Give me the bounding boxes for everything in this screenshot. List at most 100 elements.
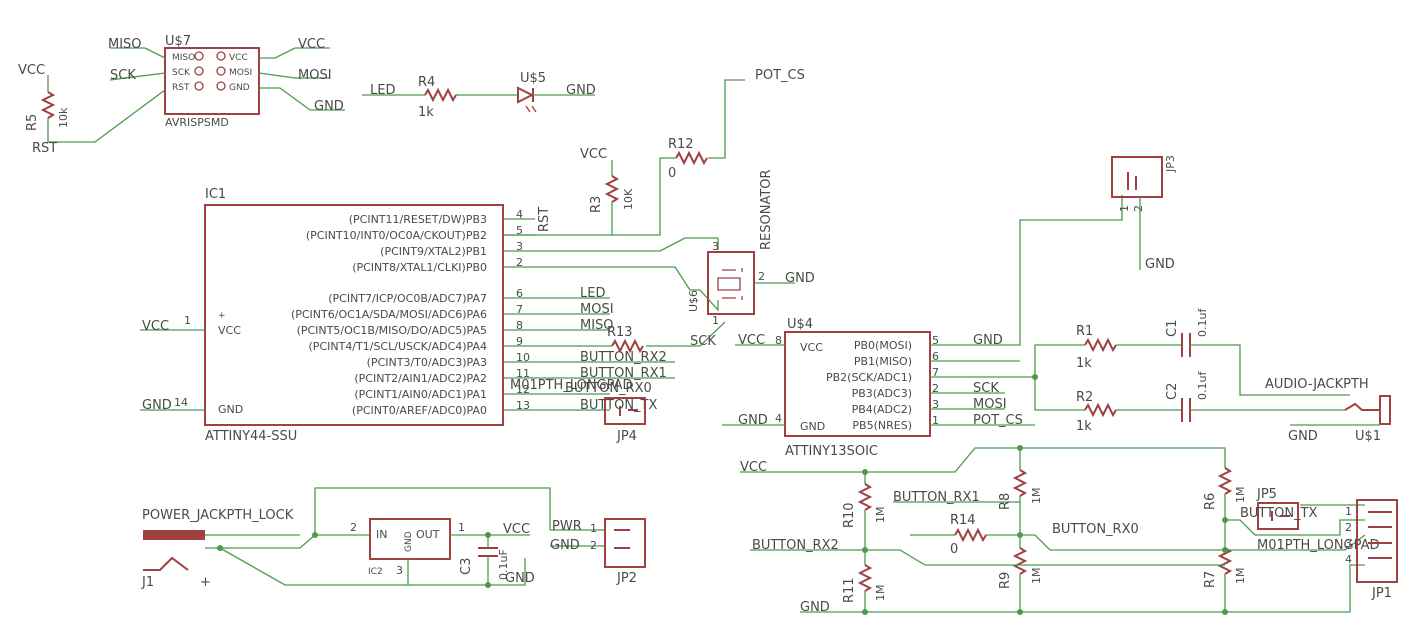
u4-attiny13[interactable]: U$4 ATTINY13SOIC VCC GND PB0(MOSI) PB1(M… xyxy=(775,317,939,459)
net-gnd-jp2: GND xyxy=(550,538,580,553)
r10-name: R10 xyxy=(842,502,857,528)
net-gnd-regulator: GND xyxy=(505,571,535,586)
c3-name: C3 xyxy=(459,558,474,575)
r13-name: R13 xyxy=(607,325,633,340)
r1-name: R1 xyxy=(1076,324,1093,339)
ic1-num-8: 8 xyxy=(516,319,523,332)
r10-resistor[interactable] xyxy=(857,483,873,511)
r14-value: 0 xyxy=(950,542,958,557)
u6-name: U$6 xyxy=(687,290,700,312)
u6-resonator[interactable]: RESONATOR U$6 3 2 1 xyxy=(687,169,774,327)
net-sck-u7: SCK xyxy=(110,68,136,83)
net-gnd-resonator: GND xyxy=(785,271,815,286)
ic1-attiny44[interactable]: IC1 ATTINY44-SSU VCC GND + xyxy=(204,187,504,444)
net-sck-u4: SCK xyxy=(973,381,999,396)
net-mosi-u7: MOSI xyxy=(298,68,332,83)
jp2-header[interactable]: 1 2 JP2 xyxy=(590,518,646,586)
net-rst-r5: RST xyxy=(32,141,57,156)
r4-resistor[interactable] xyxy=(424,87,457,103)
u4-name: U$4 xyxy=(787,317,813,332)
ic1-num-4: 4 xyxy=(516,208,523,221)
net-button-rx2-bottom: BUTTON_RX2 xyxy=(752,538,839,553)
net-vcc-ic1: VCC xyxy=(142,319,169,334)
net-button-rx0-bottom: BUTTON_RX0 xyxy=(1052,522,1139,537)
jp3-header[interactable]: JP3 1 2 xyxy=(1111,155,1177,212)
ic1-gnd-label: GND xyxy=(218,403,243,416)
c2-capacitor[interactable] xyxy=(1181,398,1191,422)
u4-pin-pb0: PB0(MOSI) xyxy=(854,339,912,352)
r5-resistor[interactable] xyxy=(40,91,56,119)
ic1-pin-pb0: (PCINT8/XTAL1/CLKI)PB0 xyxy=(352,261,487,274)
u4-num-8: 8 xyxy=(775,334,782,347)
net-mosi-ic1: MOSI xyxy=(580,302,614,317)
ic1-num-9: 9 xyxy=(516,335,523,348)
jp4-header[interactable]: JP4 xyxy=(604,397,646,444)
r14-name: R14 xyxy=(950,513,976,528)
r6-resistor[interactable] xyxy=(1217,467,1233,495)
jp3-name: JP3 xyxy=(1164,155,1177,173)
r12-resistor[interactable] xyxy=(675,150,708,166)
r5-name: R5 xyxy=(25,114,40,131)
net-button-rx1-bottom: BUTTON_RX1 xyxy=(893,490,980,505)
u4-num-2: 2 xyxy=(932,382,939,395)
r9-value: 1M xyxy=(1030,568,1043,585)
ic1-pin-pb3: (PCINT11/RESET/DW)PB3 xyxy=(349,213,487,226)
net-pot-cs-u4: POT_CS xyxy=(973,413,1023,428)
r9-name: R9 xyxy=(998,572,1013,589)
r3-name: R3 xyxy=(589,196,604,213)
r2-name: R2 xyxy=(1076,390,1093,405)
c3-capacitor[interactable] xyxy=(478,547,498,557)
u4-pin-pb4: PB4(ADC2) xyxy=(852,403,912,416)
net-sck-ic1: SCK xyxy=(690,334,716,349)
ic1-pin-rows: (PCINT11/RESET/DW)PB3 (PCINT10/INT0/OC0A… xyxy=(174,208,530,417)
u7-pin-sck: SCK xyxy=(172,68,191,78)
net-gnd-u4: GND xyxy=(738,413,768,428)
r12-value: 0 xyxy=(668,166,676,181)
net-vcc-regulator: VCC xyxy=(503,522,530,537)
r9-resistor[interactable] xyxy=(1012,547,1028,575)
r2-value: 1k xyxy=(1076,419,1092,434)
r4-value: 1k xyxy=(418,105,434,120)
net-button-rx2-ic1: BUTTON_RX2 xyxy=(580,350,667,365)
jp5-header[interactable]: JP5 xyxy=(1256,487,1299,530)
u7-pin-rst: RST xyxy=(172,83,190,93)
r3-resistor[interactable] xyxy=(604,175,620,203)
ic1-num-10: 10 xyxy=(516,351,530,364)
net-mosi-u4: MOSI xyxy=(973,397,1007,412)
audio-jack[interactable] xyxy=(1344,395,1391,425)
r7-resistor[interactable] xyxy=(1217,547,1233,575)
r14-resistor[interactable] xyxy=(954,527,987,543)
c2-value: 0.1uf xyxy=(1196,371,1209,400)
c1-name: C1 xyxy=(1165,320,1180,337)
ic1-value: ATTINY44-SSU xyxy=(205,429,297,444)
net-m01-bottom: M01PTH_LONGPAD xyxy=(1257,538,1380,553)
u7-pin-vcc: VCC xyxy=(229,53,248,63)
net-gnd-ic1: GND xyxy=(142,398,172,413)
r11-resistor[interactable] xyxy=(857,564,873,592)
r1-resistor[interactable] xyxy=(1084,337,1117,353)
jp1-pin-1: 1 xyxy=(1345,505,1352,518)
r13-resistor[interactable] xyxy=(611,338,644,354)
jp3-pin-1: 1 xyxy=(1118,205,1131,212)
net-gnd-jp3: GND xyxy=(1145,257,1175,272)
r8-resistor[interactable] xyxy=(1012,469,1028,497)
u5-led[interactable] xyxy=(517,86,535,104)
c1-capacitor[interactable] xyxy=(1181,333,1191,357)
r11-value: 1M xyxy=(874,585,887,602)
net-gnd-bottom: GND xyxy=(800,600,830,615)
u7-pin-miso: MISO xyxy=(172,53,195,63)
u7-avrisp[interactable]: U$7 AVRISPSMD MISO SCK RST VCC MOSI GND xyxy=(164,34,260,129)
j1-power-jack[interactable]: + J1 xyxy=(141,530,211,590)
ic1-num-3: 3 xyxy=(516,240,523,253)
net-button-rx0-ic1: BUTTON_RX0 xyxy=(565,381,652,396)
r2-resistor[interactable] xyxy=(1084,402,1117,418)
jp1-header[interactable]: 1 2 3 4 JP1 xyxy=(1345,499,1398,601)
ic2-regulator[interactable]: IN OUT GND IC2 2 1 3 xyxy=(350,518,465,577)
r12-name: R12 xyxy=(668,137,694,152)
ic1-pin-pa1: (PCINT1/AIN0/ADC1)PA1 xyxy=(354,388,487,401)
ic1-num-11: 11 xyxy=(516,367,530,380)
ic1-pin-pa0: (PCINT0/AREF/ADC0)PA0 xyxy=(352,404,487,417)
r6-name: R6 xyxy=(1203,493,1218,510)
ic2-pin-2: 2 xyxy=(350,521,357,534)
us1-name: U$1 xyxy=(1355,429,1381,444)
